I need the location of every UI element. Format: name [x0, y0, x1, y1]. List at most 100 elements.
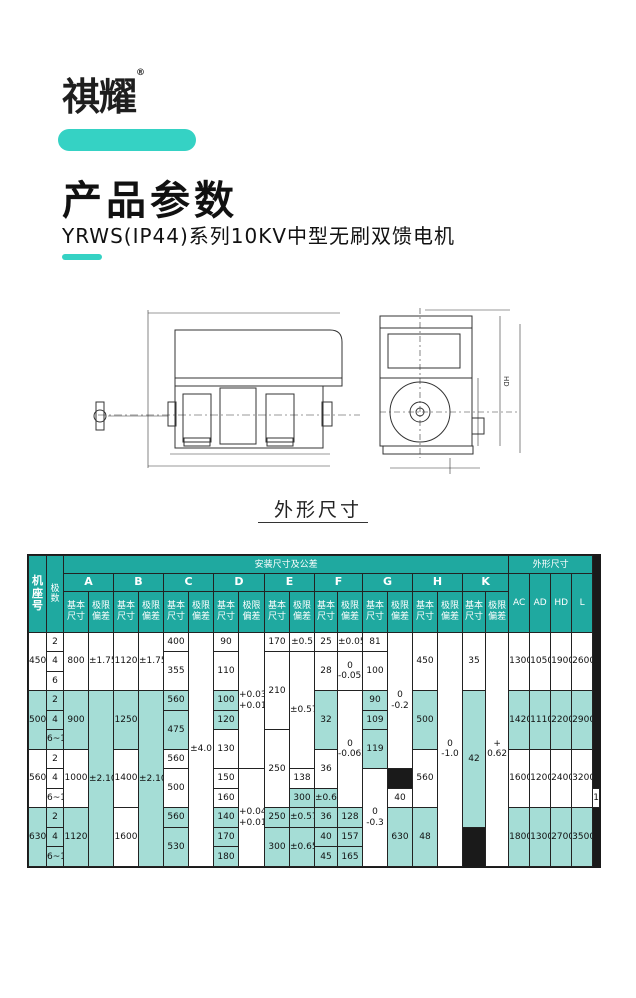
side-view: HD: [379, 308, 521, 474]
header-tol: 极限偏差: [188, 590, 214, 633]
header-d: D: [213, 573, 265, 592]
frame-cell: 500: [28, 690, 47, 750]
header-tol: 极限偏差: [138, 590, 164, 633]
pole-cell: 4: [46, 768, 64, 789]
header-tol: 极限偏差: [337, 590, 363, 633]
f-cell: 36: [314, 748, 338, 789]
f-cell: 40: [387, 787, 413, 809]
f-cell: 32: [314, 690, 338, 750]
e-cell: 250: [264, 729, 290, 809]
header-l: L: [571, 573, 594, 633]
d-cell: 100: [213, 690, 239, 711]
f-cell: 45: [314, 846, 338, 867]
header-c: C: [163, 573, 214, 592]
a-tol-cell: ±1.75: [88, 631, 114, 692]
front-view: [93, 310, 360, 468]
header-mount: 安装尺寸及公差: [62, 554, 510, 575]
e-tol-cell: ±0.65: [314, 787, 338, 809]
g-tol-cell: 0 -0.3: [362, 768, 388, 867]
header-base: 基本尺寸: [113, 590, 139, 633]
b-tol-cell: ±1.75: [138, 631, 164, 692]
ad-cell: 1200: [529, 748, 552, 809]
d-tol-cell: +0.035 +0.013: [238, 631, 265, 770]
d-cell: 110: [213, 651, 239, 692]
pole-cell: 2: [46, 807, 64, 828]
g-cell: 138: [289, 768, 315, 789]
header-ad: AD: [529, 573, 552, 633]
pole-cell: 4: [46, 651, 64, 672]
header-e: E: [264, 573, 315, 592]
hd-cell: 1900: [550, 631, 573, 692]
header-tol: 极限偏差: [88, 590, 114, 633]
d-cell: 180: [213, 846, 239, 867]
g-cell: 165: [337, 846, 363, 867]
ad-cell: 1110: [529, 690, 552, 750]
d-cell: 150: [213, 768, 239, 789]
h-cell: 500: [412, 690, 438, 750]
header-tol: 极限偏差: [387, 590, 413, 633]
header-k: K: [461, 573, 510, 592]
header-tol: 极限偏差: [437, 590, 463, 633]
pole-cell: 6~10: [46, 729, 64, 750]
b-cell: 1120: [113, 631, 139, 692]
c-cell: 560: [163, 690, 189, 711]
g-cell: 100: [362, 651, 388, 692]
f-cell: 25: [314, 631, 338, 653]
h-tol-cell: 0 -1.0: [437, 631, 463, 868]
g-tol-cell: 0 -0.2: [387, 631, 413, 770]
page-subtitle: YRWS(IP44)系列10KV中型无刷双馈电机: [62, 224, 456, 248]
hd-cell: 2400: [550, 748, 573, 809]
g-cell: 147: [592, 787, 600, 809]
dimension-table-frame: 机座号 极数 安装尺寸及公差 外形尺寸 A B C D E F G H K AC…: [27, 554, 601, 868]
frame-cell: 450: [28, 631, 47, 692]
e-cell: 210: [264, 651, 290, 731]
pole-cell: 2: [46, 690, 64, 711]
e-tol-cell: ±0.65: [289, 826, 315, 868]
l-cell: 3200: [571, 748, 594, 809]
e-cell: 250: [264, 807, 290, 828]
e-cell: 300: [289, 787, 315, 809]
l-cell: 3500: [571, 807, 594, 867]
header-tol: 极限偏差: [484, 590, 510, 633]
l-cell: 2600: [571, 631, 594, 692]
a-cell: 800: [63, 631, 89, 692]
header-base: 基本尺寸: [412, 590, 438, 633]
pole-cell: 4: [46, 826, 64, 848]
pole-cell: 6: [46, 670, 64, 692]
registered-mark: ®: [136, 68, 145, 78]
page-title: 产品参数: [62, 178, 238, 224]
d-cell: 130: [213, 729, 239, 770]
f-cell: 28: [314, 651, 338, 692]
b-cell: 1600: [113, 807, 139, 867]
header-hd: HD: [550, 573, 573, 633]
g-cell: 119: [362, 729, 388, 770]
f-cell: 36: [314, 807, 338, 828]
header-base: 基本尺寸: [362, 590, 388, 633]
k-cell: 48: [412, 807, 438, 867]
c-cell: 400: [163, 631, 189, 653]
ad-cell: 1300: [529, 807, 552, 867]
header-h: H: [412, 573, 463, 592]
d-tol-cell: +0.040 +0.015: [238, 768, 265, 867]
header-poles: 极数: [46, 555, 64, 633]
header-a: A: [63, 573, 114, 592]
a-tol-cell: ±2.10: [88, 690, 114, 867]
d-cell: 90: [213, 631, 239, 653]
header-tol: 极限偏差: [238, 590, 265, 633]
h-cell: 630: [387, 807, 413, 867]
c-cell: 475: [163, 709, 189, 750]
section-title: 外形尺寸: [273, 499, 362, 521]
g-cell: 128: [337, 807, 363, 828]
ac-cell: 1800: [508, 807, 531, 867]
e-cell: 170: [264, 631, 290, 653]
frame-cell: 630: [28, 807, 47, 867]
c-tol-cell: ±4.0: [188, 631, 214, 868]
d-cell: 140: [213, 807, 239, 828]
header-tol: 极限偏差: [289, 590, 315, 633]
hd-label: HD: [502, 376, 510, 387]
brand-logo: 祺耀®: [62, 66, 145, 121]
k-cell: 35: [462, 631, 486, 692]
e-cell: 300: [264, 826, 290, 868]
dimension-table: 机座号 极数 安装尺寸及公差 外形尺寸 A B C D E F G H K AC…: [28, 554, 600, 868]
